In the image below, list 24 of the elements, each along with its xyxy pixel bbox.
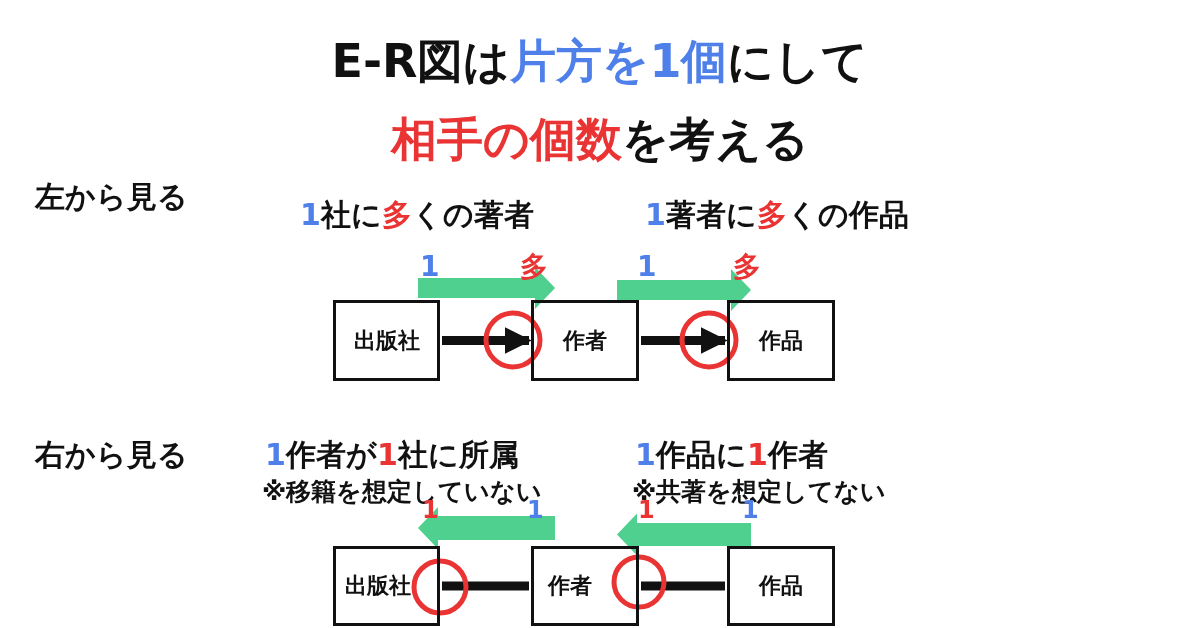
block-arrow [418, 267, 555, 309]
block-arrow [418, 507, 555, 549]
arrow [442, 327, 532, 354]
view-heading: 右から見る [35, 438, 188, 471]
block-arrow [617, 513, 751, 556]
cardinality-label: 1 [420, 252, 440, 283]
relation-heading: 1著者に多くの作品 [645, 198, 909, 231]
entity-box: 作者 [531, 546, 639, 626]
view-heading: 左から見る [35, 180, 188, 213]
block-arrow [617, 269, 751, 311]
connector-line [442, 581, 529, 591]
connector-line [641, 581, 725, 591]
entity-box: 出版社 [333, 546, 440, 626]
relation-heading: 1作者が1社に所属 [265, 438, 519, 471]
entity-box: 作品 [727, 300, 835, 381]
relation-heading: 1社に多くの著者 [300, 198, 534, 231]
cardinality-label: 多 [733, 252, 761, 283]
entity-box: 作者 [531, 300, 639, 381]
relation-heading: 1作品に1作者 [635, 438, 828, 471]
title: E-R図は片方を1個にして相手の個数を考える [331, 33, 869, 169]
entity-box: 作品 [727, 546, 835, 626]
entity-box: 出版社 [333, 300, 440, 381]
cardinality-label: 1 [637, 252, 657, 283]
cardinality-label: 多 [520, 252, 548, 283]
